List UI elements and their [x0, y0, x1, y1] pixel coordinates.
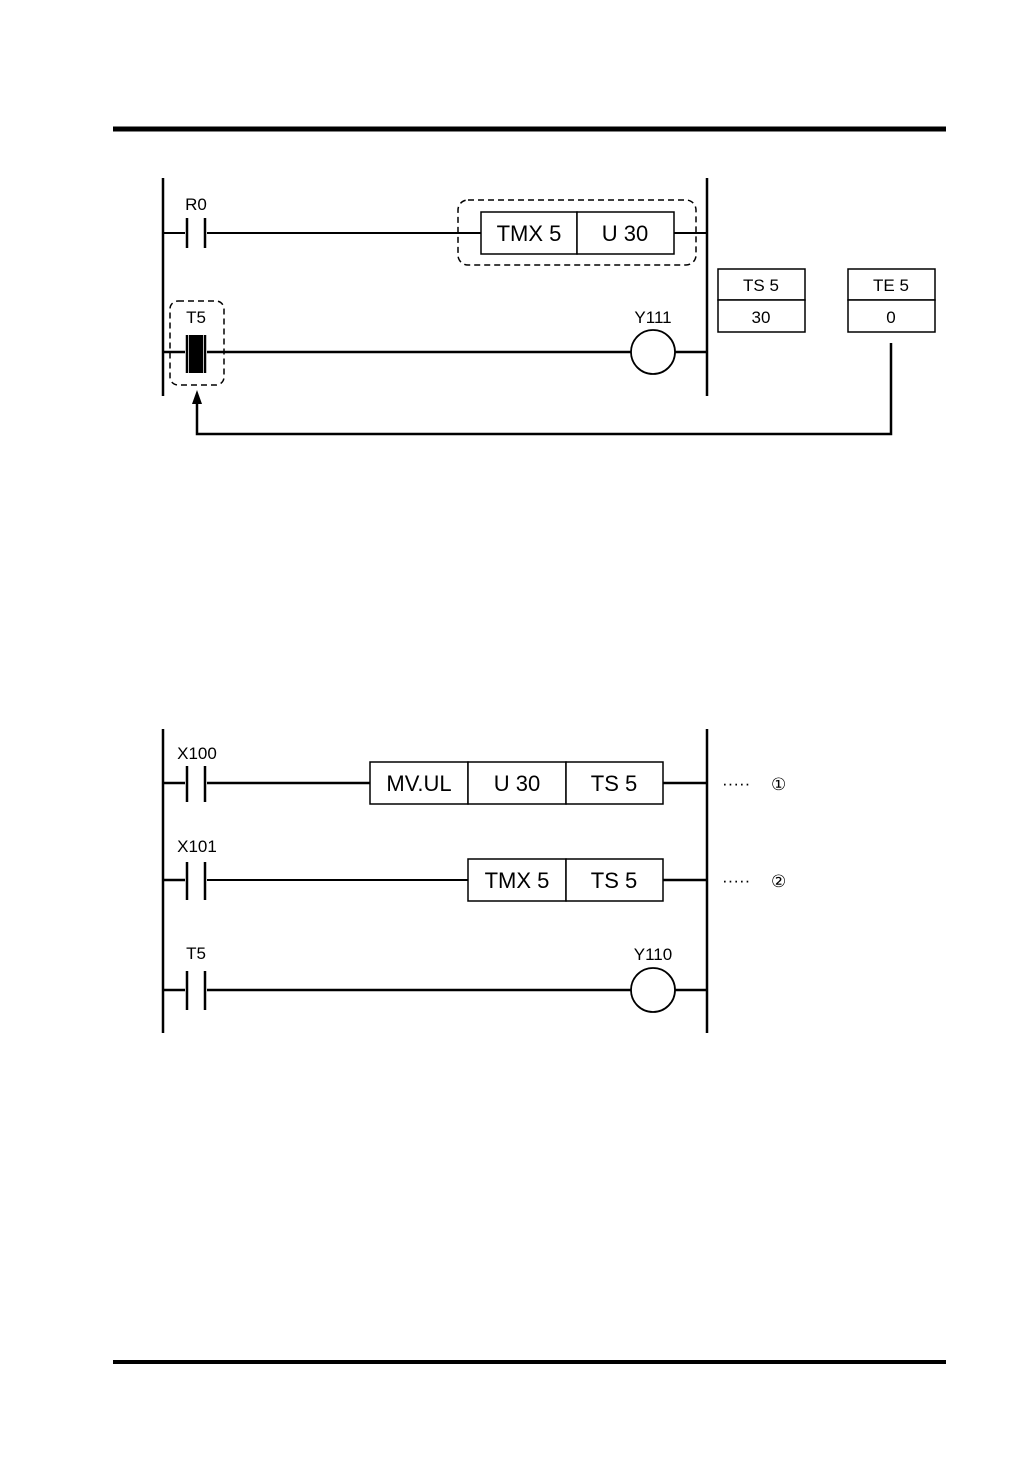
- instruction-mv-dst: TS 5: [591, 771, 637, 796]
- instruction-op: TMX 5: [497, 221, 562, 246]
- contact-label-x101: X101: [177, 837, 217, 856]
- instruction-tmx-operand: TS 5: [591, 868, 637, 893]
- register-te5-label: TE 5: [873, 276, 909, 295]
- register-ts5-label: TS 5: [743, 276, 779, 295]
- instruction-tmx-op: TMX 5: [485, 868, 550, 893]
- note-dots-2: ·····: [722, 871, 750, 890]
- contact-label-t5: T5: [186, 308, 206, 327]
- diagram-1: R0 TMX 5 U 30 T5 Y111: [163, 178, 935, 434]
- rung-t5-2: T5 Y110: [163, 944, 707, 1012]
- register-te5-value: 0: [886, 308, 895, 327]
- instruction-operand: U 30: [602, 221, 648, 246]
- rung-x101: X101 TMX 5 TS 5 ····· ②: [163, 837, 786, 901]
- contact-label-x100: X100: [177, 744, 217, 763]
- instruction-tmx: TMX 5 U 30: [481, 212, 674, 254]
- instruction-mv-op: MV.UL: [386, 771, 451, 796]
- instruction-mv-src: U 30: [494, 771, 540, 796]
- rung-x100: X100 MV.UL U 30 TS 5 ····· ①: [163, 744, 786, 804]
- contact-r0: [187, 218, 205, 248]
- coil-y110: [631, 968, 675, 1012]
- contact-x100: [187, 766, 205, 802]
- instruction-mv-ul: MV.UL U 30 TS 5: [370, 762, 663, 804]
- rung-r0: R0 TMX 5 U 30: [163, 195, 707, 265]
- register-te5: TE 5 0: [848, 269, 935, 332]
- coil-label-y110: Y110: [634, 945, 672, 964]
- register-ts5-value: 30: [752, 308, 771, 327]
- note-marker-2: ②: [771, 872, 786, 891]
- feedback-arrow: [192, 343, 891, 434]
- contact-x101: [187, 862, 205, 900]
- note-dots-1: ·····: [722, 774, 750, 793]
- contact-t5-2: [187, 971, 205, 1010]
- contact-t5-on: [187, 335, 205, 373]
- rung-t5: T5 Y111: [163, 301, 707, 385]
- arrow-head: [192, 390, 202, 404]
- instruction-tmx-2: TMX 5 TS 5: [468, 859, 663, 901]
- contact-label-r0: R0: [185, 195, 207, 214]
- register-ts5: TS 5 30: [718, 269, 805, 332]
- coil-label-y111: Y111: [634, 308, 671, 327]
- note-marker-1: ①: [771, 775, 786, 794]
- contact-label-t5-2: T5: [186, 944, 206, 963]
- coil-y111: [631, 330, 675, 374]
- diagram-2: X100 MV.UL U 30 TS 5 ····· ① X101: [163, 729, 786, 1033]
- contact-on-fill: [189, 335, 203, 373]
